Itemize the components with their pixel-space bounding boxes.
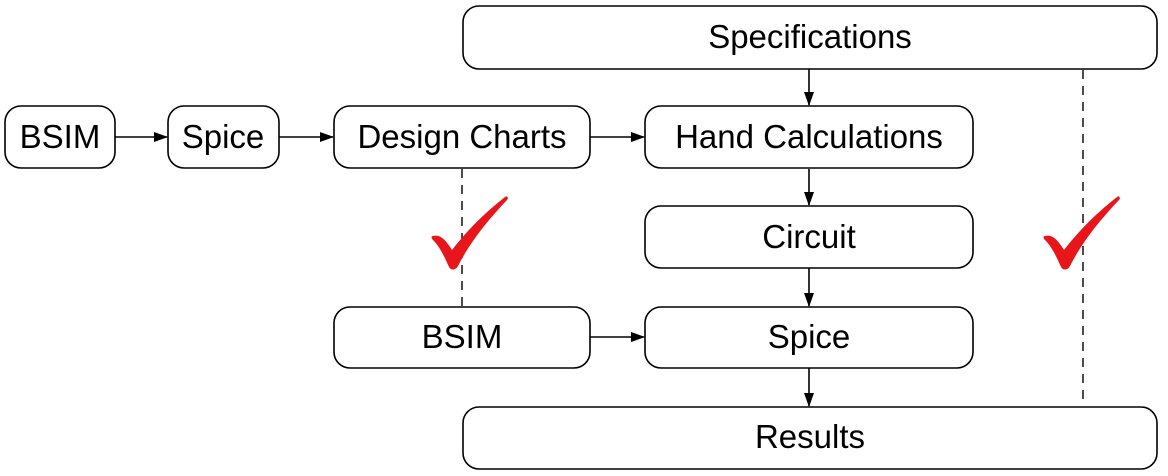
node-bsim-top: BSIM — [4, 105, 116, 169]
node-circuit-label: Circuit — [762, 218, 856, 255]
node-hand-calculations-label: Hand Calculations — [675, 118, 943, 155]
node-circuit: Circuit — [644, 205, 974, 269]
node-hand-calculations: Hand Calculations — [644, 105, 974, 169]
node-spice-bottom: Spice — [644, 306, 974, 369]
node-bsim-bottom-label: BSIM — [422, 318, 503, 355]
checkmark-icon — [431, 196, 508, 270]
node-spice-bottom-label: Spice — [768, 318, 851, 355]
node-design-charts: Design Charts — [333, 105, 591, 169]
node-design-charts-label: Design Charts — [357, 118, 566, 155]
node-spice-top-label: Spice — [182, 118, 265, 155]
node-spice-top: Spice — [167, 105, 280, 169]
node-specifications: Specifications — [462, 5, 1158, 70]
checkmark-icon — [1043, 196, 1120, 270]
node-specifications-label: Specifications — [708, 18, 912, 55]
node-results-label: Results — [755, 418, 865, 455]
node-bsim-bottom: BSIM — [333, 306, 591, 369]
node-bsim-top-label: BSIM — [20, 118, 101, 155]
node-results: Results — [462, 406, 1158, 470]
